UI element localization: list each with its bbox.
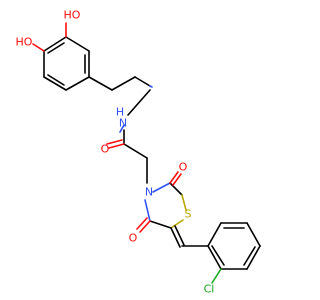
chlorophenyl-ring [207,222,261,270]
bond-ring-o-top-2 [172,173,182,186]
bond-c-cl [211,268,222,284]
ring-s-label: S [185,208,192,221]
amide-n-label: N [119,117,127,130]
bond-ring-o-top-1 [169,171,179,184]
bond-ring-o-bottom-2 [136,217,148,230]
ho-label-left: HO [16,36,33,49]
bond-c-o-amide-1 [108,143,125,149]
ho-label-top: HO [64,9,81,22]
molecule-structure: HO HO H N O N O O S Cl [16,9,261,296]
bond-ring-o-bottom-1 [139,220,151,233]
bond-exocyclic-1 [170,227,181,248]
bond-ch2-n [127,89,151,116]
bond-c-o-amide-2 [106,139,123,145]
propanoyl-chain [123,129,148,184]
thiazolidinedione-ring [144,182,187,229]
amide-o-label: O [101,143,110,156]
cl-label: Cl [204,283,215,296]
ethyl-linker [88,76,151,91]
ring-o-bottom-label: O [129,232,138,245]
amide-h-label: H [116,106,124,119]
bond-n-c-amide [119,124,125,133]
bond-c-oh-left [32,43,45,52]
catechol-ring [43,36,90,91]
bond-c-n-amide [149,85,153,88]
bond-exocyclic-2 [174,225,185,246]
ring-o-top-label: O [179,161,188,174]
ring-n-label: N [145,186,153,199]
